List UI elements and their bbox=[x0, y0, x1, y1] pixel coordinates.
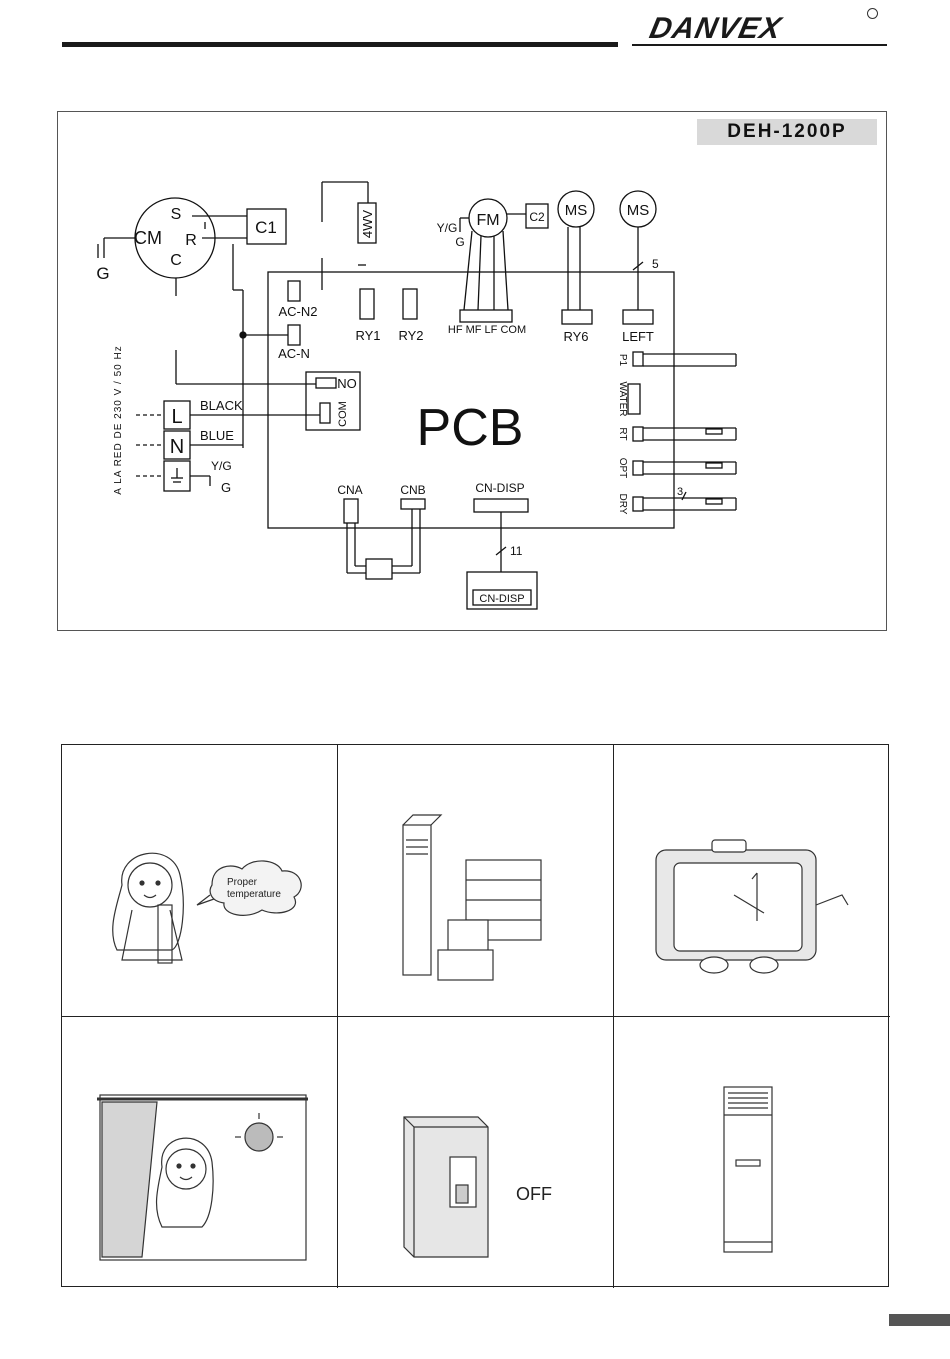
compressor-label: CM bbox=[134, 228, 162, 248]
supply-note: A LA RED DE 230 V / 50 Hz bbox=[113, 345, 124, 495]
connector-cna: CNA bbox=[337, 483, 362, 497]
ground-label-fan: Y/G bbox=[437, 221, 458, 235]
wire-count-display: 11 bbox=[510, 544, 523, 558]
capacitor-c1-label: C1 bbox=[255, 218, 277, 237]
pcb-label: PCB bbox=[417, 399, 524, 457]
illustration-breaker: OFF bbox=[338, 1017, 614, 1288]
relay-com: COM bbox=[337, 401, 349, 427]
supply-l: L bbox=[171, 406, 182, 428]
illustration-obstruction bbox=[338, 745, 614, 1017]
connector-left: LEFT bbox=[622, 329, 654, 344]
capacitor-c2-label: C2 bbox=[529, 210, 545, 224]
relay-no: NO bbox=[337, 376, 357, 391]
bubble-text-1: Proper bbox=[227, 877, 258, 888]
wire-count-left: 5 bbox=[652, 257, 659, 271]
terminal-ac-n: AC-N bbox=[278, 346, 310, 361]
wire-black: BLACK bbox=[200, 398, 243, 413]
ground-label-fan-g: G bbox=[455, 235, 464, 249]
sensor-opt: OPT bbox=[617, 458, 628, 479]
relay-ry2: RY2 bbox=[398, 328, 423, 343]
breaker-off-label: OFF bbox=[516, 1184, 552, 1204]
illustration-grid: Proper temperature bbox=[61, 744, 889, 1287]
wire-blue: BLUE bbox=[200, 428, 234, 443]
fan-pins: HF MF LF COM bbox=[448, 324, 526, 336]
page-tab bbox=[889, 1314, 950, 1326]
sensor-dry: DRY bbox=[617, 494, 628, 515]
compressor-terminal-r: R bbox=[185, 232, 197, 249]
swing-motor-2-label: MS bbox=[627, 202, 650, 219]
ground-label-compressor: G bbox=[96, 264, 109, 283]
wiring-diagram: PCB CM S R C G C1 4WV AC-N2 AC-N RY1 RY2… bbox=[0, 0, 950, 640]
terminal-ac-n2: AC-N2 bbox=[278, 304, 317, 319]
connector-cn-disp: CN-DISP bbox=[475, 481, 524, 495]
compressor-terminal-s: S bbox=[171, 206, 182, 223]
illustration-sunlight-window bbox=[62, 1017, 338, 1288]
illustration-upright-unit bbox=[614, 1017, 890, 1288]
fan-motor-label: FM bbox=[476, 212, 499, 229]
illustration-proper-temperature: Proper temperature bbox=[62, 745, 338, 1017]
compressor-terminal-c: C bbox=[170, 252, 182, 269]
connector-cnb: CNB bbox=[400, 483, 425, 497]
display-board-label: CN-DISP bbox=[479, 593, 524, 605]
relay-ry1: RY1 bbox=[355, 328, 380, 343]
swing-motor-1-label: MS bbox=[565, 202, 588, 219]
relay-ry6: RY6 bbox=[563, 329, 588, 344]
wire-count-dry: 3 bbox=[677, 486, 683, 498]
ground-label-supply-yg: Y/G bbox=[211, 459, 232, 473]
bubble-text-2: temperature bbox=[227, 889, 281, 900]
sensor-rt: RT bbox=[617, 427, 628, 440]
four-way-valve-label: 4WV bbox=[360, 210, 375, 239]
sensor-p1: P1 bbox=[617, 354, 628, 367]
sensor-water: WATER bbox=[617, 382, 628, 417]
ground-label-supply-g: G bbox=[221, 480, 231, 495]
illustration-unit-tilt bbox=[614, 745, 890, 1017]
supply-n: N bbox=[170, 436, 184, 458]
